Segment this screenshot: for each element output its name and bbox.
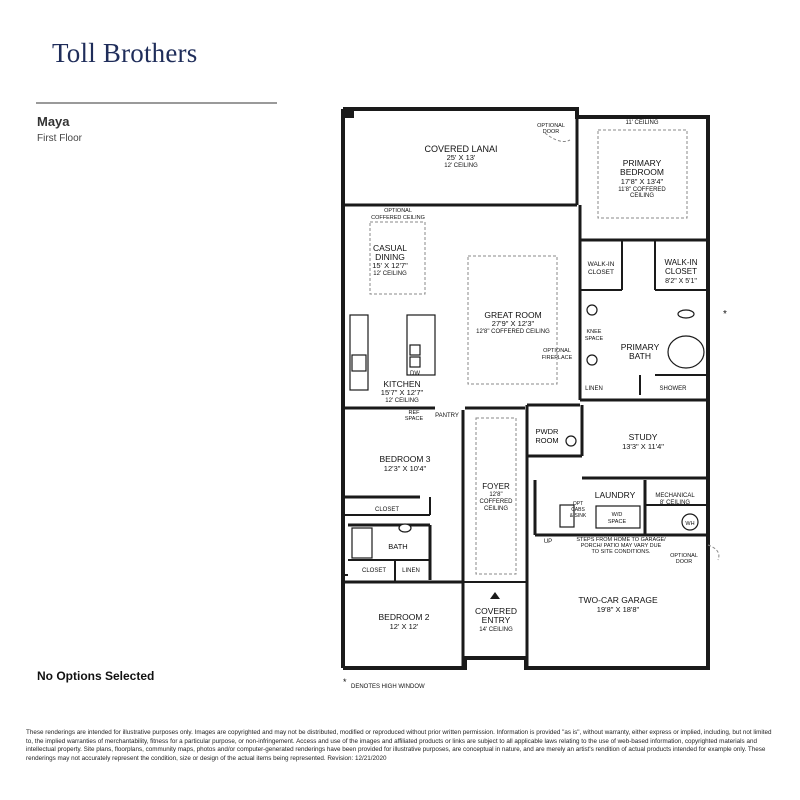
mechanical-ceiling: 8' CEILING	[660, 500, 690, 506]
legend-high-window: DENOTES HIGH WINDOW	[351, 684, 425, 690]
wd-space: W/D	[612, 512, 623, 518]
bedroom2-closet: CLOSET	[362, 568, 386, 574]
kitchen-ceiling: 12' CEILING	[385, 398, 419, 404]
primary-bedroom-label: PRIMARY	[623, 158, 662, 168]
ref-space: REF	[409, 410, 421, 416]
foyer-ceiling: 12'8"	[489, 492, 502, 498]
bedroom3-closet: CLOSET	[375, 507, 399, 513]
primary-bedroom-size: 17'8" X 13'4"	[621, 177, 664, 186]
casual-dining-label-2: DINING	[375, 252, 405, 262]
primary-bedroom-label-2: BEDROOM	[620, 167, 664, 177]
primary-top-ceiling: 11' CEILING	[625, 120, 658, 126]
primary-bath-label-2: BATH	[629, 351, 651, 361]
options-status: No Options Selected	[37, 669, 155, 683]
knee-space-2: SPACE	[585, 336, 604, 342]
optional-coffered-1: OPTIONAL	[384, 208, 412, 214]
optional-coffered-2: COFFERED CEILING	[371, 215, 425, 221]
optional-door-garage-2: DOOR	[676, 559, 693, 565]
opt-cabs-2: CABS	[571, 507, 585, 513]
walkin-closet-large-size: 8'2" X 5'1"	[665, 278, 697, 285]
laundry-label: LAUNDRY	[595, 490, 636, 500]
bedroom3-size: 12'3" X 10'4"	[384, 464, 427, 473]
corner-post	[345, 111, 354, 118]
great-room-size: 27'9" X 12'3"	[492, 319, 535, 328]
wd-space-2: SPACE	[608, 519, 627, 525]
shower-label: SHOWER	[660, 386, 688, 392]
covered-entry-label-2: ENTRY	[482, 615, 511, 625]
optional-door-top-1: OPTIONAL	[537, 123, 565, 129]
casual-dining-ceiling: 12' CEILING	[373, 271, 407, 277]
fixtures	[349, 304, 705, 559]
room-labels: COVERED LANAI 25' X 13' 12' CEILING OPTI…	[362, 120, 698, 633]
great-room-label: GREAT ROOM	[484, 310, 541, 320]
pantry-label: PANTRY	[435, 413, 459, 419]
floor-name: First Floor	[37, 133, 82, 144]
walls	[341, 107, 710, 670]
covered-lanai-size: 25' X 13'	[447, 153, 476, 162]
study-label: STUDY	[629, 432, 658, 442]
coffered-ceiling-outlines	[369, 129, 720, 575]
foyer-label: FOYER	[482, 482, 510, 491]
mechanical-label: MECHANICAL	[655, 493, 695, 499]
powder-room-label-2: ROOM	[535, 436, 558, 445]
steps-up: UP	[544, 539, 552, 545]
primary-bath-label: PRIMARY	[621, 342, 660, 352]
walkin-closet-large: WALK-IN	[664, 258, 697, 267]
disclaimer-text: These renderings are intended for illust…	[26, 729, 772, 762]
bedroom2-size: 12' X 12'	[390, 622, 419, 631]
primary-bedroom-ceiling: 11'8" COFFERED	[618, 187, 666, 193]
primary-bedroom-ceiling-2: CEILING	[630, 193, 654, 199]
legend-star: *	[343, 677, 347, 687]
hall-linen: LINEN	[402, 568, 420, 574]
garage-size: 19'8" X 18'8"	[597, 605, 640, 614]
foyer-ceiling-2: COFFERED	[480, 499, 514, 505]
steps-note-3: TO SITE CONDITIONS.	[592, 549, 651, 555]
optional-door-garage-1: OPTIONAL	[670, 553, 698, 559]
walkin-closet-large-2: CLOSET	[665, 267, 697, 276]
kitchen-label: KITCHEN	[383, 379, 420, 389]
ref-space-2: SPACE	[405, 416, 424, 422]
casual-dining-size: 15' X 12'7"	[372, 261, 408, 270]
foyer-ceiling-3: CEILING	[484, 506, 508, 512]
covered-lanai-ceiling: 12' CEILING	[444, 163, 478, 169]
optional-door-top-2: DOOR	[543, 129, 560, 135]
walkin-closet-small: WALK-IN	[588, 261, 615, 268]
dishwasher-label: DW	[410, 371, 420, 377]
header-divider	[36, 102, 277, 104]
casual-dining-label: CASUAL	[373, 243, 407, 253]
optional-fireplace-1: OPTIONAL	[543, 348, 571, 354]
primary-linen: LINEN	[585, 386, 603, 392]
covered-entry-ceiling: 14' CEILING	[479, 627, 513, 633]
covered-lanai-label: COVERED LANAI	[424, 144, 497, 154]
opt-cabs-3: & SINK	[570, 513, 587, 519]
opt-cabs-1: OPT	[573, 501, 583, 507]
high-window-marker: *	[723, 309, 727, 320]
kitchen-size: 15'7" X 12'7"	[381, 388, 424, 397]
entry-arrow	[490, 592, 500, 599]
great-room-ceiling: 12'8" COFFERED CEILING	[476, 329, 550, 335]
knee-space: KNEE	[587, 329, 602, 335]
optional-fireplace-2: FIREPLACE	[542, 355, 573, 361]
steps-note-2: PORCH/ PATIO MAY VARY DUE	[581, 543, 662, 549]
steps-note-1: STEPS FROM HOME TO GARAGE/	[576, 537, 666, 543]
bath-label: BATH	[388, 542, 407, 551]
covered-entry-label: COVERED	[475, 606, 517, 616]
powder-room-label: PWDR	[536, 427, 559, 436]
study-size: 13'3" X 11'4"	[622, 442, 664, 451]
bedroom2-label: BEDROOM 2	[378, 612, 429, 622]
bedroom3-label: BEDROOM 3	[379, 454, 430, 464]
garage-label: TWO-CAR GARAGE	[578, 595, 658, 605]
plan-name: Maya	[37, 114, 70, 129]
brand-logo: Toll Brothers	[52, 38, 198, 68]
water-heater-label: WH	[685, 521, 694, 527]
walkin-closet-small-2: CLOSET	[588, 269, 614, 276]
